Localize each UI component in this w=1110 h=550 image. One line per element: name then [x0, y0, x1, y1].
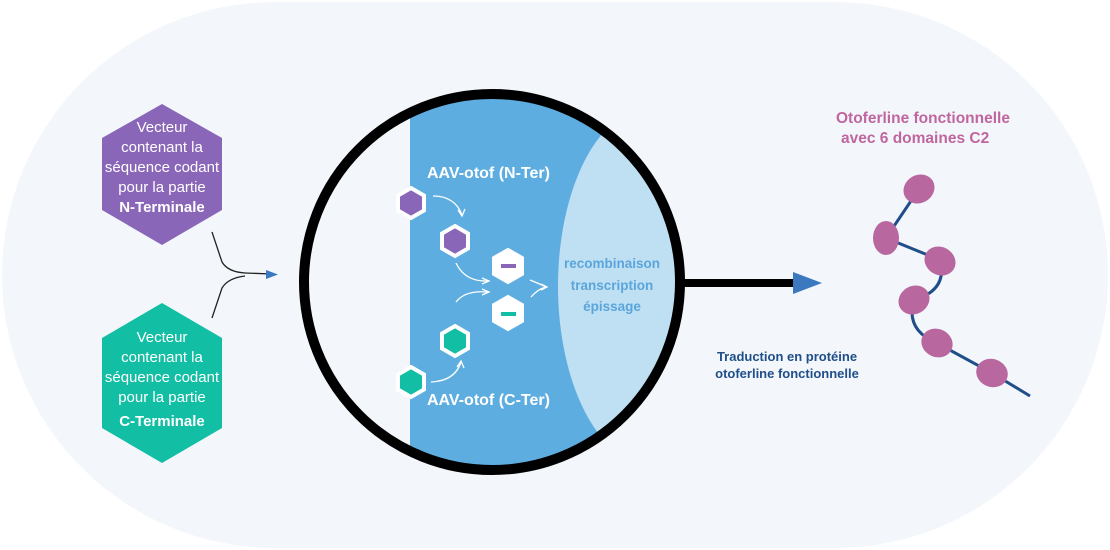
c2-domain	[898, 285, 930, 315]
vector-n-line: pour la partie	[118, 179, 206, 196]
c2-domain	[924, 246, 956, 276]
cell-zoom-circle	[299, 89, 685, 475]
c2-domain	[873, 221, 899, 255]
c2-domain	[903, 174, 935, 204]
vector-n-line: contenant la	[121, 139, 203, 156]
vector-c-line: pour la partie	[118, 389, 206, 406]
vector-c-line: contenant la	[121, 349, 203, 366]
process-recombinaison: recombinaison	[564, 256, 660, 271]
vector-c-terminal-hexagon: Vecteur contenant la séquence codant pou…	[102, 303, 222, 463]
vector-c-line: séquence codant	[105, 369, 220, 386]
vector-n-bold: N-Terminale	[119, 199, 205, 216]
translation-line: Traduction en protéine	[717, 349, 857, 364]
c2-domain	[976, 358, 1008, 388]
arrowhead-icon	[266, 270, 278, 279]
merge-bracket	[211, 231, 273, 319]
otoferlin-protein	[873, 174, 1031, 398]
vector-c-line: Vecteur	[137, 329, 188, 346]
result-title-line: avec 6 domaines C2	[841, 130, 989, 147]
label-aav-n-ter: AAV-otof (N-Ter)	[427, 165, 550, 182]
c-segment-icon	[501, 312, 516, 316]
result-title-line: Otoferline fonctionnelle	[836, 110, 1010, 127]
c2-domain	[921, 328, 953, 358]
vector-n-terminal-hexagon: Vecteur contenant la séquence codant pou…	[102, 104, 222, 245]
vector-n-line: séquence codant	[105, 159, 220, 176]
arrowhead-icon	[793, 272, 822, 294]
process-arrows	[430, 195, 549, 383]
vector-n-line: Vecteur	[137, 119, 188, 136]
process-epissage: épissage	[583, 299, 641, 314]
nucleus	[558, 108, 680, 464]
label-aav-c-ter: AAV-otof (C-Ter)	[427, 392, 550, 409]
translation-line: otoferline fonctionnelle	[715, 366, 859, 381]
n-segment-icon	[501, 264, 516, 268]
vector-c-bold: C-Terminale	[119, 413, 205, 430]
process-transcription: transcription	[571, 278, 654, 293]
